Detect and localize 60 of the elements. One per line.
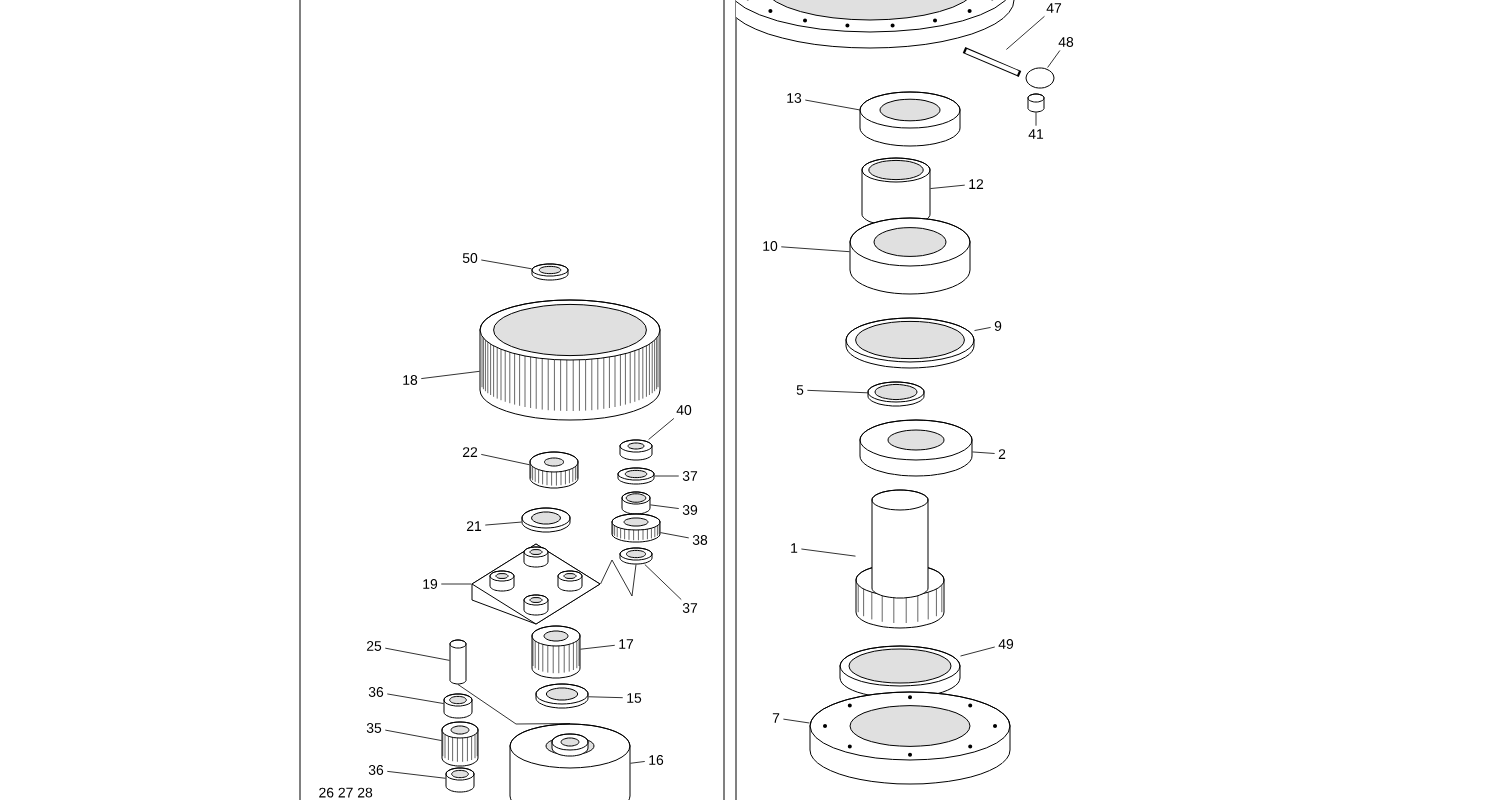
leader-line bbox=[804, 99, 860, 111]
leader-line bbox=[580, 644, 616, 650]
ring-drawing bbox=[845, 317, 975, 369]
ring-drawing bbox=[521, 507, 571, 533]
leader-line bbox=[484, 521, 522, 526]
leader-line bbox=[630, 761, 646, 764]
pinion-shaft-drawing bbox=[855, 489, 945, 629]
leader-line bbox=[644, 564, 682, 600]
carrier-drawing bbox=[509, 723, 631, 800]
leader-line bbox=[648, 418, 675, 440]
leader-line bbox=[780, 246, 850, 253]
bearing-drawing bbox=[1027, 93, 1045, 113]
leader-line bbox=[386, 770, 446, 779]
bearing-drawing bbox=[849, 217, 971, 295]
leader-line bbox=[807, 389, 868, 394]
pin-drawing bbox=[962, 47, 1022, 77]
leader-line bbox=[660, 532, 690, 539]
bearing-drawing bbox=[449, 639, 467, 685]
leader-line bbox=[384, 647, 450, 661]
bearing-drawing bbox=[621, 491, 651, 515]
bearing-drawing bbox=[445, 767, 475, 793]
leader-line bbox=[1047, 50, 1061, 68]
leader-line bbox=[386, 693, 444, 704]
leader-line bbox=[420, 370, 480, 379]
leader-line bbox=[650, 504, 680, 509]
gear-drawing bbox=[529, 451, 579, 489]
bearing-drawing bbox=[443, 693, 473, 719]
leader-line bbox=[384, 729, 442, 741]
ring-drawing bbox=[531, 263, 569, 281]
gear-drawing bbox=[531, 625, 581, 679]
leader-line bbox=[588, 696, 624, 699]
bearing-drawing bbox=[861, 157, 931, 227]
gear-drawing bbox=[611, 513, 661, 543]
ring-drawing bbox=[619, 439, 653, 461]
leader-line bbox=[440, 583, 472, 585]
flange-drawing bbox=[809, 691, 1011, 785]
ring-drawing bbox=[867, 381, 925, 407]
gear-drawing bbox=[441, 721, 479, 767]
leader-line bbox=[1035, 112, 1037, 127]
ring-drawing bbox=[619, 547, 653, 565]
leader-line bbox=[972, 451, 996, 454]
ring-gear-drawing bbox=[479, 299, 661, 421]
leader-line bbox=[783, 718, 810, 724]
leader-line bbox=[480, 259, 532, 270]
carrier-plate-drawing bbox=[471, 543, 601, 625]
leader-line bbox=[654, 475, 680, 477]
ring-drawing bbox=[839, 645, 961, 699]
ring-drawing bbox=[535, 683, 589, 709]
leader-line bbox=[960, 646, 996, 657]
leader-line bbox=[480, 454, 530, 466]
leader-line bbox=[974, 327, 992, 331]
plug-drawing bbox=[1025, 67, 1055, 89]
leader-line bbox=[801, 548, 856, 557]
leader-line bbox=[930, 184, 966, 189]
assembly-line bbox=[457, 684, 571, 725]
assembly-line bbox=[600, 559, 637, 597]
ring-drawing bbox=[617, 467, 655, 485]
bearing-drawing bbox=[859, 91, 961, 147]
leader-line bbox=[1005, 15, 1045, 50]
bearing-drawing bbox=[859, 419, 973, 477]
